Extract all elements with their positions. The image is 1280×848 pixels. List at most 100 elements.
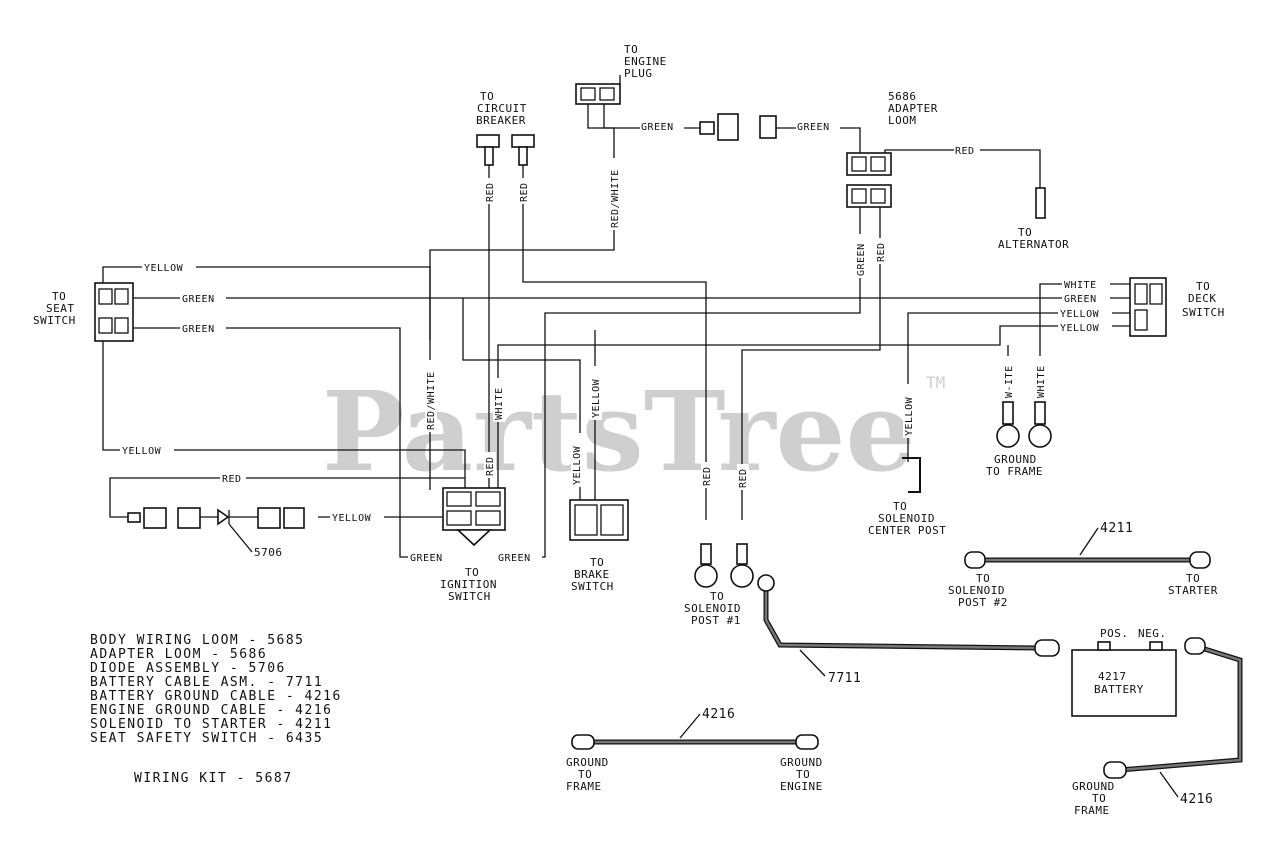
svg-text:GROUND: GROUND: [566, 756, 609, 769]
parts-legend: BODY WIRING LOOM - 5685 ADAPTER LOOM - 5…: [90, 633, 342, 786]
svg-text:W-ITE: W-ITE: [1004, 365, 1015, 398]
svg-text:GREEN: GREEN: [641, 122, 674, 133]
svg-text:DECK: DECK: [1188, 292, 1217, 305]
alternator-terminal: TO ALTERNATOR: [998, 187, 1069, 251]
svg-text:SOLENOID TO STARTER - 4211: SOLENOID TO STARTER - 4211: [90, 717, 333, 732]
svg-text:BODY WIRING LOOM - 5685: BODY WIRING LOOM - 5685: [90, 633, 305, 648]
svg-text:CENTER POST: CENTER POST: [868, 524, 946, 537]
svg-text:5706: 5706: [254, 546, 283, 559]
svg-text:TO: TO: [590, 556, 604, 569]
svg-text:SEAT: SEAT: [46, 302, 75, 315]
svg-text:BATTERY GROUND CABLE - 4216: BATTERY GROUND CABLE - 4216: [90, 689, 342, 704]
svg-text:POS.: POS.: [1100, 627, 1129, 640]
svg-text:GREEN: GREEN: [498, 553, 531, 564]
svg-text:GREEN: GREEN: [797, 122, 830, 133]
svg-text:BRAKE: BRAKE: [574, 568, 610, 581]
svg-text:ENGINE: ENGINE: [624, 55, 667, 68]
svg-text:SOLENOID: SOLENOID: [878, 512, 935, 525]
svg-text:SWITCH: SWITCH: [33, 314, 76, 327]
svg-text:4211: 4211: [1100, 521, 1133, 536]
svg-text:RED: RED: [738, 468, 749, 488]
svg-text:TO: TO: [796, 768, 810, 781]
svg-text:DIODE ASSEMBLY - 5706: DIODE ASSEMBLY - 5706: [90, 661, 286, 676]
svg-text:IGNITION: IGNITION: [440, 578, 497, 591]
svg-text:4216: 4216: [702, 707, 735, 722]
svg-text:SOLENOID: SOLENOID: [948, 584, 1005, 597]
svg-text:RED: RED: [519, 182, 530, 202]
svg-text:GREEN: GREEN: [856, 243, 867, 276]
svg-text:GREEN: GREEN: [182, 294, 215, 305]
svg-text:LOOM: LOOM: [888, 114, 917, 127]
circuit-breaker-terminals: TO CIRCUIT BREAKER: [476, 90, 535, 166]
svg-text:TO: TO: [480, 90, 494, 103]
ignition-switch-connector: TO IGNITION SWITCH: [440, 487, 506, 603]
svg-text:YELLOW: YELLOW: [144, 263, 184, 274]
svg-text:TO: TO: [52, 290, 66, 303]
svg-text:TO: TO: [710, 590, 724, 603]
svg-text:YELLOW: YELLOW: [1060, 323, 1100, 334]
svg-text:ENGINE GROUND CABLE - 4216: ENGINE GROUND CABLE - 4216: [90, 703, 333, 718]
svg-text:FRAME: FRAME: [566, 780, 602, 793]
adapter-loom-connector: 5686 ADAPTER LOOM: [846, 90, 938, 208]
svg-text:5686: 5686: [888, 90, 917, 103]
svg-text:TO: TO: [976, 572, 990, 585]
svg-text:SEAT SAFETY SWITCH - 6435: SEAT SAFETY SWITCH - 6435: [90, 731, 323, 746]
svg-text:GREEN: GREEN: [182, 324, 215, 335]
svg-text:RED: RED: [485, 456, 496, 476]
wire-labels: GREEN GREEN RED YELLOW GREEN GREEN YELLO…: [120, 120, 1112, 564]
svg-text:TO: TO: [893, 500, 907, 513]
svg-text:GREEN: GREEN: [410, 553, 443, 564]
svg-text:WHITE: WHITE: [1064, 280, 1097, 291]
svg-text:GREEN: GREEN: [1064, 294, 1097, 305]
cable-4211: 4211 TO SOLENOID POST #2 TO STARTER: [948, 521, 1218, 609]
svg-text:RED: RED: [702, 466, 713, 486]
svg-text:SOLENOID: SOLENOID: [684, 602, 741, 615]
svg-text:TO FRAME: TO FRAME: [986, 465, 1043, 478]
deck-switch-connector: TO DECK SWITCH: [1129, 277, 1224, 337]
svg-text:GROUND: GROUND: [994, 453, 1037, 466]
svg-text:BREAKER: BREAKER: [476, 114, 526, 127]
svg-text:POST #2: POST #2: [958, 596, 1008, 609]
svg-text:RED: RED: [485, 182, 496, 202]
svg-text:STARTER: STARTER: [1168, 584, 1218, 597]
svg-text:TO: TO: [1186, 572, 1200, 585]
svg-text:WHITE: WHITE: [1036, 365, 1047, 398]
svg-text:GROUND: GROUND: [780, 756, 823, 769]
svg-text:7711: 7711: [828, 671, 861, 686]
svg-text:YELLOW: YELLOW: [591, 378, 602, 418]
ground-frame-terminals: GROUND TO FRAME: [986, 401, 1052, 478]
svg-text:TO: TO: [1018, 226, 1032, 239]
svg-text:YELLOW: YELLOW: [572, 445, 583, 485]
svg-text:POST #1: POST #1: [691, 614, 741, 627]
svg-text:ADAPTER LOOM - 5686: ADAPTER LOOM - 5686: [90, 647, 267, 662]
svg-text:TO: TO: [578, 768, 592, 781]
svg-text:FRAME: FRAME: [1074, 804, 1110, 817]
svg-text:YELLOW: YELLOW: [122, 446, 162, 457]
svg-text:YELLOW: YELLOW: [904, 396, 915, 436]
svg-text:ADAPTER: ADAPTER: [888, 102, 938, 115]
svg-text:4216: 4216: [1180, 792, 1213, 807]
svg-text:WHITE: WHITE: [494, 387, 505, 420]
wiring-kit-title: WIRING KIT - 5687: [134, 771, 293, 786]
svg-text:PLUG: PLUG: [624, 67, 653, 80]
brake-switch-connector: TO BRAKE SWITCH: [569, 499, 629, 593]
watermark-tm: TM: [926, 373, 945, 392]
solenoid-center-terminal: TO SOLENOID CENTER POST: [868, 457, 946, 537]
svg-text:YELLOW: YELLOW: [332, 513, 372, 524]
svg-text:RED: RED: [955, 146, 975, 157]
svg-text:NEG.: NEG.: [1138, 627, 1167, 640]
diode-assembly: 5706: [127, 507, 305, 559]
svg-text:TO: TO: [624, 43, 638, 56]
cable-4216-right: 4216 GROUND TO FRAME: [1072, 637, 1243, 817]
solenoid-post1-terminals: TO SOLENOID POST #1: [684, 543, 754, 627]
inline-green-plug: [699, 113, 777, 141]
svg-text:YELLOW: YELLOW: [1060, 309, 1100, 320]
seat-switch-connector: TO SEAT SWITCH: [33, 282, 134, 342]
svg-text:ENGINE: ENGINE: [780, 780, 823, 793]
svg-text:SWITCH: SWITCH: [448, 590, 491, 603]
watermark: PartsTree: [322, 367, 916, 496]
svg-text:RED: RED: [876, 242, 887, 262]
svg-text:TO: TO: [465, 566, 479, 579]
battery: POS. NEG. 4217 BATTERY: [1071, 627, 1177, 717]
